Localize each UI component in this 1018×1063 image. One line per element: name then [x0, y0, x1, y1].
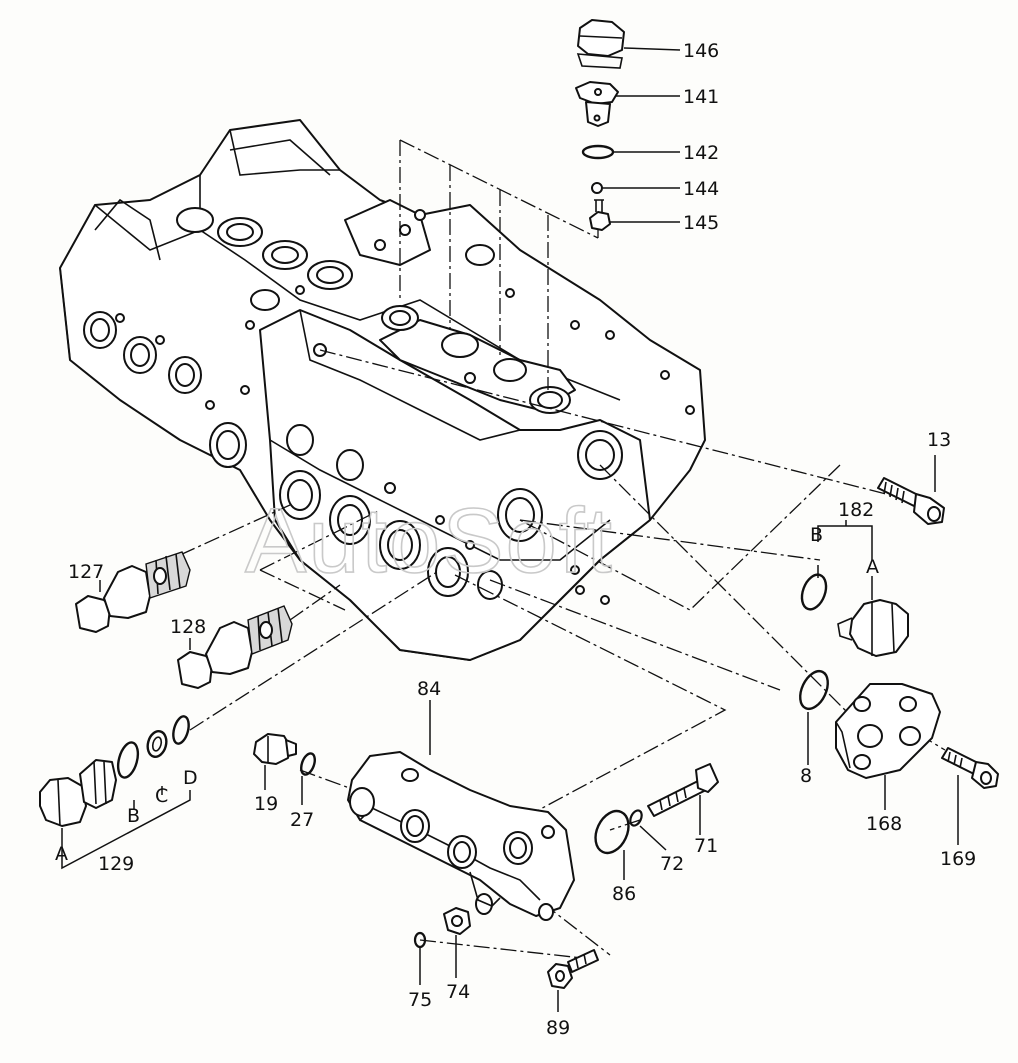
callout-169: 169: [940, 848, 976, 870]
part-146-plug: [576, 19, 625, 69]
part-168-flange: [835, 683, 941, 779]
callout-13: 13: [927, 429, 951, 451]
part-27-oring: [300, 752, 316, 776]
callout-84: 84: [417, 678, 441, 700]
part-144-ball: [591, 182, 603, 194]
callout-128: 128: [170, 616, 206, 638]
valve-body: [59, 119, 706, 661]
callout-129-a: A: [55, 843, 68, 865]
part-74-nut: [443, 907, 471, 935]
part-182-oring: [800, 573, 828, 611]
callout-141: 141: [683, 86, 719, 108]
callout-19: 19: [254, 793, 278, 815]
callout-145: 145: [683, 212, 719, 234]
part-75-snap-ring: [413, 931, 427, 949]
part-71-pin: [647, 763, 719, 817]
part-142-oring: [581, 144, 615, 160]
callout-182-b: B: [810, 524, 823, 546]
part-72-oring: [629, 809, 643, 827]
part-13-bolt: [877, 477, 945, 525]
callout-8: 8: [800, 765, 812, 787]
callout-146: 146: [683, 40, 719, 62]
part-19-plug: [253, 733, 297, 765]
part-169-bolt: [941, 747, 999, 789]
part-182-plug: [837, 599, 909, 657]
callout-86: 86: [612, 883, 636, 905]
callout-129-d: D: [183, 767, 198, 789]
part-89-bolt: [547, 949, 599, 989]
callout-168: 168: [866, 813, 902, 835]
callout-129-b: B: [127, 805, 140, 827]
part-86-oring: [594, 809, 630, 855]
callout-127: 127: [68, 561, 104, 583]
callout-182-a: A: [866, 556, 879, 578]
part-127-relief-valve: [75, 551, 191, 633]
callout-182: 182: [838, 499, 874, 521]
callout-74: 74: [446, 981, 470, 1003]
part-84-valve-block: [347, 751, 575, 921]
part-141-fitting: [575, 81, 619, 127]
callout-129: 129: [98, 853, 134, 875]
part-145-screw: [589, 199, 611, 231]
callout-27: 27: [290, 809, 314, 831]
callout-71: 71: [694, 835, 718, 857]
callout-144: 144: [683, 178, 719, 200]
callout-142: 142: [683, 142, 719, 164]
callout-89: 89: [546, 1017, 570, 1039]
part-128-relief-valve: [177, 605, 293, 689]
watermark: AutoSoft: [245, 490, 614, 592]
callout-129-c: C: [155, 785, 168, 807]
part-8-oring: [799, 669, 829, 711]
callout-72: 72: [660, 853, 684, 875]
part-129-plug-assembly: [39, 715, 190, 827]
callout-75: 75: [408, 989, 432, 1011]
